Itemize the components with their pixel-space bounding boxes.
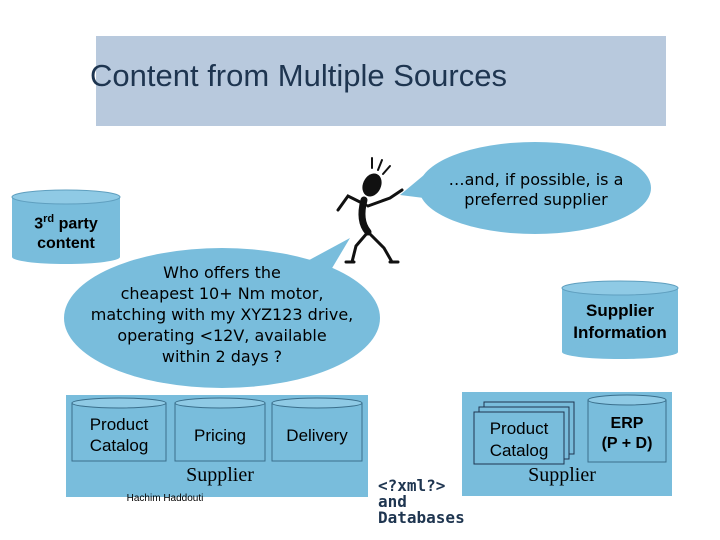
product-catalog-line: Product <box>489 419 549 438</box>
xml-databases-note: <?xml?> and Databases <box>378 478 465 526</box>
question-speech-bubble <box>64 238 380 388</box>
reply-speech-bubble <box>400 142 651 234</box>
third-party-word: party <box>54 215 98 233</box>
left-product-catalog-label: Product Catalog <box>72 414 166 456</box>
question-line: cheapest 10+ Nm motor, <box>120 284 324 303</box>
pricing-label: Pricing <box>194 426 246 445</box>
third-party-content-word: content <box>37 235 95 253</box>
reply-line: preferred supplier <box>464 190 608 209</box>
product-catalog-line: Catalog <box>489 441 549 460</box>
title-banner <box>96 36 666 126</box>
erp-line: ERP <box>610 415 644 432</box>
erp-label: ERP (P + D) <box>588 414 666 454</box>
right-supplier-label: Supplier <box>528 464 596 486</box>
reply-text: …and, if possible, is a preferred suppli… <box>430 170 642 210</box>
author-credit: Hachim Haddouti <box>126 493 204 504</box>
erp-line: (P + D) <box>601 435 653 452</box>
right-product-catalog-label: Product Catalog <box>474 418 564 462</box>
question-line: matching with my XYZ123 drive, <box>90 305 354 324</box>
supplier-information-label: Supplier Information <box>562 300 678 344</box>
reply-line: …and, if possible, is a <box>448 170 624 189</box>
question-line: within 2 days ? <box>161 347 283 366</box>
product-catalog-line: Catalog <box>89 436 149 455</box>
question-line: Who offers the <box>163 263 281 282</box>
question-line: operating <12V, available <box>117 326 327 345</box>
third-party-number: 3 <box>34 215 44 233</box>
left-supplier-label: Supplier <box>186 464 254 486</box>
delivery-label: Delivery <box>286 426 348 445</box>
stick-figure-icon <box>336 157 404 264</box>
supplier-information-cylinder <box>561 280 679 359</box>
xml-note-line: Databases <box>378 508 465 527</box>
supplier-information-line: Supplier <box>585 301 654 320</box>
third-party-content-cylinder <box>11 189 121 264</box>
question-text: Who offers the cheapest 10+ Nm motor, ma… <box>62 262 382 367</box>
xml-note-line: and <box>378 492 407 511</box>
slide-title: Content from Multiple Sources <box>90 58 507 93</box>
third-party-label: 3rd party content <box>20 209 112 254</box>
xml-note-line: <?xml?> <box>378 476 446 495</box>
left-supplier-group <box>66 395 368 497</box>
third-party-ordinal: rd <box>43 213 55 225</box>
supplier-information-line: Information <box>573 323 667 342</box>
right-supplier-group <box>462 392 672 496</box>
product-catalog-line: Product <box>89 415 149 434</box>
